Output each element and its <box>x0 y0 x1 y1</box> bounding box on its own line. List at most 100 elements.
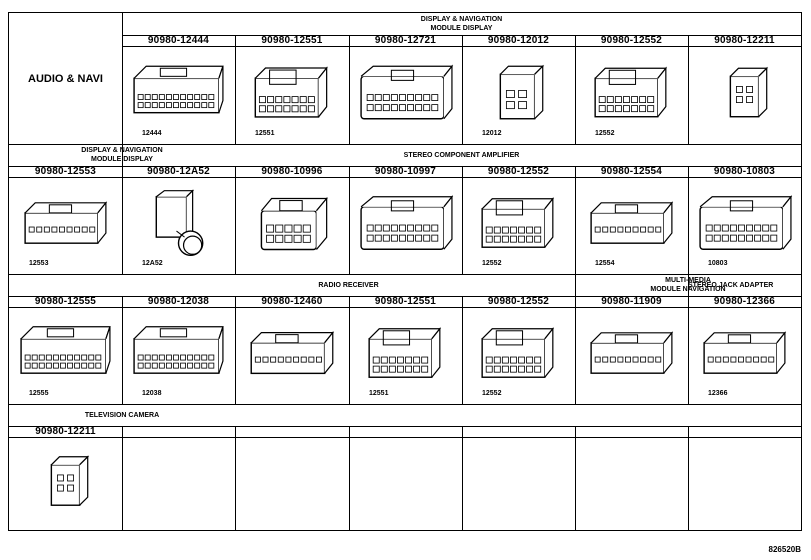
grid-line <box>688 274 689 296</box>
grid-line <box>349 296 350 404</box>
connector-illustration <box>239 53 345 134</box>
connector-illustration <box>579 53 684 134</box>
grid-line <box>235 166 236 274</box>
grid-line <box>462 426 463 530</box>
part-number: 90980-12552 <box>487 296 550 307</box>
connector-callout-tag: 12444 <box>142 130 162 137</box>
connector-illustration <box>692 314 797 394</box>
part-number: 90980-12211 <box>35 426 96 437</box>
grid-line <box>462 296 463 404</box>
connector-illustration <box>579 184 684 264</box>
grid-line <box>235 35 236 144</box>
part-number: 90980-12012 <box>487 35 550 46</box>
grid-line <box>122 35 801 36</box>
sheet-title: AUDIO & NAVI <box>28 72 103 85</box>
connector-callout-tag: 12366 <box>708 390 728 397</box>
connector-callout-tag: 12554 <box>595 260 615 267</box>
grid-line <box>688 35 689 144</box>
grid-line <box>349 35 350 144</box>
grid-line <box>349 166 350 274</box>
grid-line <box>9 404 801 405</box>
group-label: RADIO RECEIVER <box>318 281 379 289</box>
part-number: 90980-10996 <box>261 166 323 177</box>
part-number: 90980-12444 <box>147 35 210 46</box>
document-id: 826520B <box>768 545 801 554</box>
grid-line <box>575 296 576 404</box>
part-number: 90980-12A52 <box>147 166 210 177</box>
connector-illustration <box>13 444 118 520</box>
connector-callout-tag: 12038 <box>142 390 162 397</box>
grid-line <box>122 144 123 166</box>
group-label: STEREO JACK ADAPTER <box>688 281 774 289</box>
grid-line <box>122 296 123 404</box>
group-label: TELEVISION CAMERA <box>84 411 160 419</box>
grid-line <box>688 166 689 274</box>
part-number: 90980-12552 <box>600 35 663 46</box>
connector-illustration <box>579 314 684 394</box>
grid-line <box>9 166 801 167</box>
connector-illustration <box>353 53 458 134</box>
part-number: 90980-12038 <box>147 296 210 307</box>
part-number: 90980-10997 <box>374 166 437 177</box>
grid-line <box>575 166 576 274</box>
part-number: 90980-12554 <box>600 166 663 177</box>
part-number: 90980-12552 <box>487 166 550 177</box>
grid-line <box>688 296 689 404</box>
grid-line <box>575 426 576 530</box>
connector-illustration <box>126 53 231 134</box>
grid-line <box>9 307 801 308</box>
connector-illustration <box>126 184 231 264</box>
connector-illustration <box>692 184 797 264</box>
connector-illustration <box>13 184 118 264</box>
part-number: 90980-12721 <box>374 35 437 46</box>
grid-line <box>9 437 801 438</box>
part-number: 90980-11909 <box>601 296 662 307</box>
connector-illustration <box>239 184 345 264</box>
grid-line <box>9 177 801 178</box>
grid-line <box>688 426 689 530</box>
grid-line <box>122 13 123 35</box>
grid-line <box>9 144 801 145</box>
grid-line <box>9 426 801 427</box>
grid-line <box>9 296 801 297</box>
group-label: DISPLAY & NAVIGATION MODULE DISPLAY <box>420 16 503 32</box>
grid-line <box>462 166 463 274</box>
connector-callout-tag: 12012 <box>482 130 502 137</box>
part-number: 90980-12211 <box>714 35 775 46</box>
group-label: STEREO COMPONENT AMPLIFIER <box>403 151 520 159</box>
connector-callout-tag: 12555 <box>29 390 49 397</box>
connector-illustration <box>13 314 118 394</box>
connector-callout-tag: 12551 <box>255 130 275 137</box>
grid-line <box>575 35 576 144</box>
connector-callout-tag: 12A52 <box>142 260 163 267</box>
grid-line <box>122 426 123 530</box>
grid-line <box>122 46 801 47</box>
grid-line <box>349 426 350 530</box>
grid-line <box>462 35 463 144</box>
grid-line <box>9 274 801 275</box>
connector-callout-tag: 12553 <box>29 260 49 267</box>
connector-illustration <box>466 184 571 264</box>
grid-line <box>122 35 123 144</box>
connector-illustration <box>466 314 571 394</box>
part-number: 90980-12555 <box>34 296 97 307</box>
connector-illustration <box>466 53 571 134</box>
connector-illustration <box>353 184 458 264</box>
grid-line <box>575 274 576 296</box>
part-number: 90980-12553 <box>34 166 97 177</box>
part-number: 90980-12460 <box>261 296 323 307</box>
connector-chart-sheet: AUDIO & NAVI DISPLAY & NAVIGATION MODULE … <box>8 12 802 531</box>
connector-illustration <box>239 314 345 394</box>
connector-illustration <box>353 314 458 394</box>
connector-illustration <box>692 53 797 134</box>
connector-callout-tag: 12552 <box>482 390 502 397</box>
part-number: 90980-12551 <box>261 35 323 46</box>
grid-line <box>235 426 236 530</box>
connector-callout-tag: 10803 <box>708 260 728 267</box>
connector-illustration <box>126 314 231 394</box>
grid-line <box>122 166 123 274</box>
connector-callout-tag: 12552 <box>482 260 502 267</box>
connector-callout-tag: 12552 <box>595 130 615 137</box>
part-number: 90980-10803 <box>713 166 776 177</box>
grid-line <box>235 296 236 404</box>
